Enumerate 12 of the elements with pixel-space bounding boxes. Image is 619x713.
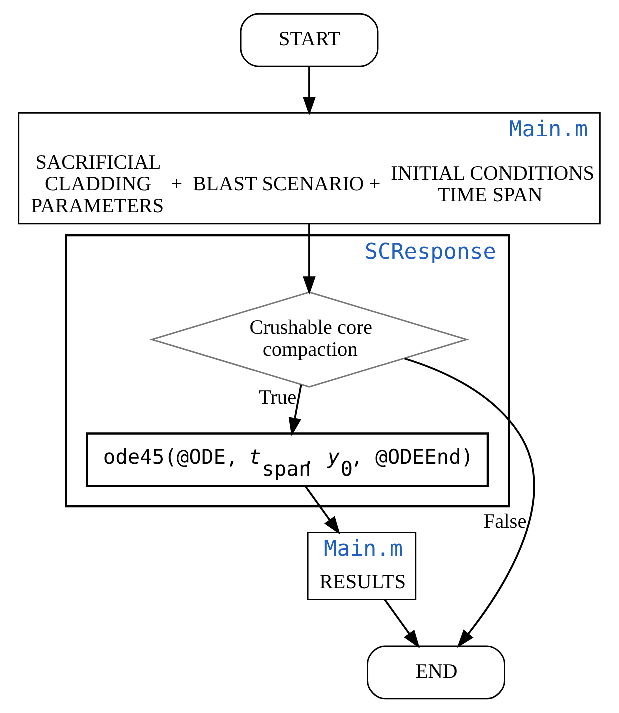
arrow xyxy=(303,67,316,116)
arrow xyxy=(303,224,316,295)
node-box: END xyxy=(367,646,506,700)
arrow xyxy=(384,599,420,649)
arrow xyxy=(304,486,340,535)
arrow xyxy=(288,384,302,436)
edge-label: False xyxy=(484,511,527,534)
edge-label: True xyxy=(258,386,297,409)
node-box: Main.m RESULTS xyxy=(307,532,417,601)
arrow xyxy=(404,358,536,648)
node-diamond: Crushable core compaction xyxy=(150,292,470,388)
node-box: START xyxy=(240,13,379,68)
